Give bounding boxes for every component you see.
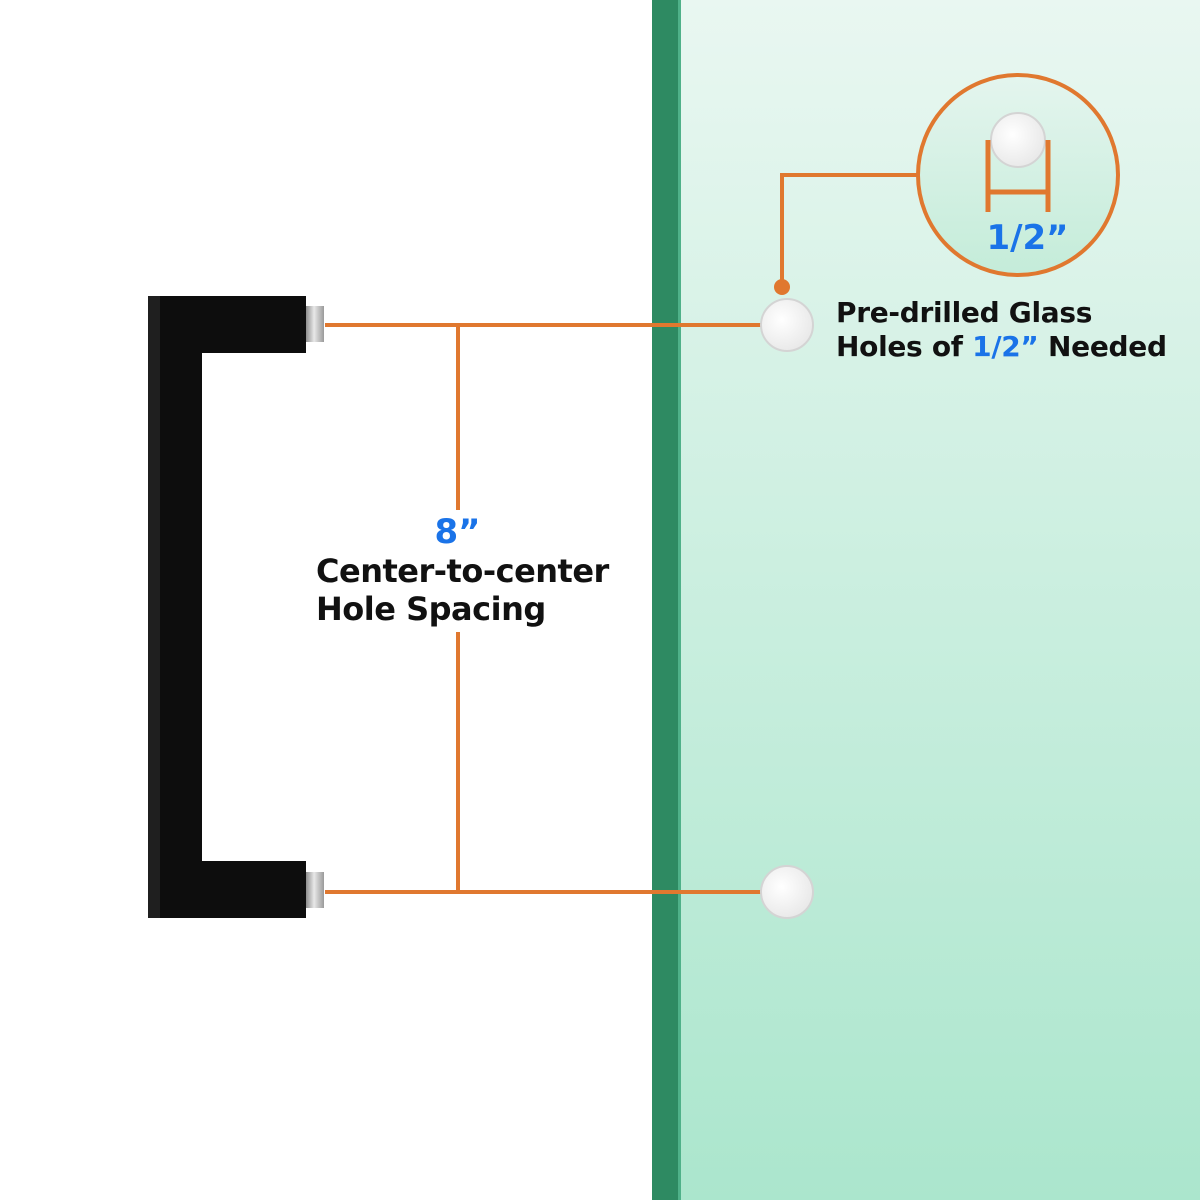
pull-handle-icon: [148, 296, 324, 918]
top-hole-icon: [760, 298, 814, 352]
handle-edge-shade: [148, 296, 160, 918]
glass-holes-line1: Pre-drilled Glass: [836, 296, 1093, 329]
bottom-post-icon: [306, 872, 324, 908]
spacing-value: 8”: [434, 512, 481, 552]
spacing-label-line2: Hole Spacing: [316, 590, 546, 628]
glass-edge: [652, 0, 680, 1200]
zoom-hole-icon: [990, 112, 1046, 168]
glass-edge-highlight: [678, 0, 681, 1200]
glass-holes-prefix: Holes of: [836, 330, 973, 363]
dimension-lines: [325, 173, 918, 894]
handle-body: [148, 296, 306, 918]
spacing-label-line1: Center-to-center: [316, 552, 609, 590]
top-post-icon: [306, 306, 324, 342]
glass-holes-suffix: Needed: [1038, 330, 1167, 363]
glass-holes-line2: Holes of 1/2” Needed: [836, 330, 1167, 363]
zoom-hole-size: 1/2”: [986, 218, 1069, 258]
hole-width-marker-icon: [985, 140, 1051, 212]
zoom-detail: [916, 73, 1120, 277]
glass-holes-size: 1/2”: [972, 330, 1039, 363]
bottom-hole-icon: [760, 865, 814, 919]
zoom-circle: [916, 73, 1120, 277]
leader-dot: [774, 279, 790, 295]
zoom-leader-line: [780, 173, 918, 285]
